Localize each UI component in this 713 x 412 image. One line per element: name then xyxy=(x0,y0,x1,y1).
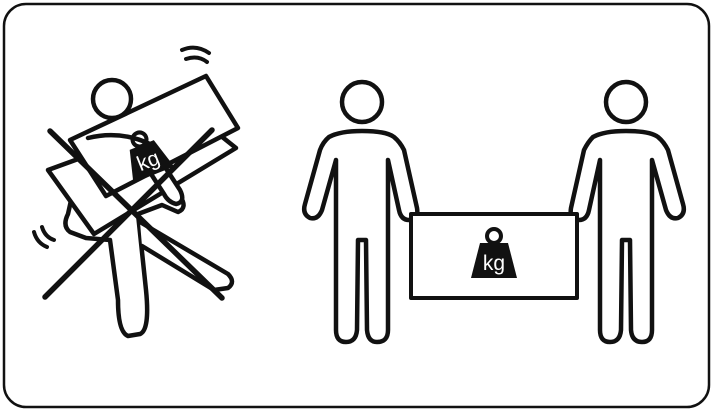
right-lifter-head xyxy=(606,82,646,122)
left-lifter-head xyxy=(342,82,382,122)
wobble-marks-left-icon xyxy=(34,227,54,247)
right-lifter xyxy=(571,82,684,342)
left-lifter-body xyxy=(304,131,417,342)
wobble-marks-top-icon xyxy=(182,48,209,62)
correct-two-person-lift xyxy=(304,82,684,342)
right-lifter-body xyxy=(571,131,684,342)
incorrect-single-person-lift xyxy=(34,48,238,336)
left-lifter xyxy=(304,82,417,342)
weight-label-right: kg xyxy=(483,252,505,275)
